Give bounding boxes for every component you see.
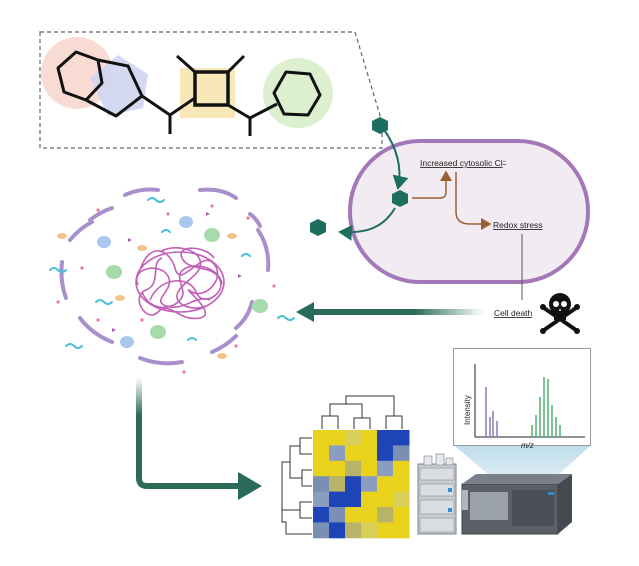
small-molecules xyxy=(56,204,276,374)
heatmap-cell xyxy=(377,522,394,539)
membrane-fragments xyxy=(59,187,271,366)
analysis-arrow xyxy=(136,378,262,500)
redox-stress-label: Redox stress xyxy=(493,220,543,230)
heatmap-cell xyxy=(313,460,330,477)
lysed-cell-debris xyxy=(49,187,295,374)
cell-membrane xyxy=(348,139,590,284)
y-axis-label: Intensity xyxy=(463,395,472,425)
heatmap-cell xyxy=(361,430,378,446)
heatmap-cell xyxy=(345,445,362,462)
highlight-green xyxy=(263,58,333,128)
heatmap-cell xyxy=(329,522,346,539)
uptake-arrow xyxy=(382,127,409,190)
heatmap-cell xyxy=(377,460,394,477)
heatmap-cell xyxy=(329,445,346,462)
column-dendrogram xyxy=(321,395,403,429)
heatmap-cell xyxy=(313,507,330,523)
highlight-yellow xyxy=(180,68,235,118)
heatmap-cell xyxy=(361,491,378,508)
heatmap-cell xyxy=(345,491,362,508)
skull-crossbones-icon xyxy=(540,293,580,334)
bacterial-cell: Increased cytosolic Cl− Redox stress xyxy=(310,127,590,300)
heatmap-cell xyxy=(393,445,410,462)
heatmap-cell xyxy=(393,430,410,446)
hplc-stack xyxy=(417,453,457,535)
heatmap-cell xyxy=(329,491,346,508)
cyclobutane-ring xyxy=(193,70,230,107)
heatmap-cell xyxy=(361,476,378,493)
pathway-arrow-up xyxy=(412,170,452,199)
heatmap-cell xyxy=(361,445,378,462)
spectrum-frame xyxy=(453,348,591,446)
heatmap-cell xyxy=(361,507,378,523)
heatmap-cell xyxy=(313,491,330,508)
heatmap-cell xyxy=(345,476,362,493)
lc-ms-instrument xyxy=(417,446,590,535)
heatmap-cell xyxy=(377,476,394,493)
heatmap-cell xyxy=(393,460,410,477)
spectrum-peaks xyxy=(485,377,561,437)
heatmap-cell xyxy=(313,430,330,446)
lysis-arrow xyxy=(296,302,484,322)
cell-death-label: Cell death xyxy=(494,308,533,318)
heatmap-cell xyxy=(377,430,394,446)
heatmap-cell xyxy=(377,507,394,523)
heatmap-cell xyxy=(393,522,410,539)
heatmap-cell xyxy=(329,460,346,477)
mass-spectrum: Intensity m/z xyxy=(453,348,591,450)
heatmap-cell xyxy=(345,522,362,539)
hexagon-molecule-inside-icon xyxy=(392,190,408,207)
heatmap-cell xyxy=(313,522,330,539)
dna-coil xyxy=(135,247,225,320)
molecule-structure xyxy=(39,31,383,149)
heatmap-cell xyxy=(329,476,346,493)
heatmap-cell xyxy=(345,507,362,523)
proteins xyxy=(57,216,268,359)
spectrum-callout-beam xyxy=(455,446,590,476)
heatmap-cell xyxy=(393,507,410,523)
heatmap-cell xyxy=(393,491,410,508)
heatmap-cell xyxy=(377,445,394,462)
hexagon-molecule-outside-icon xyxy=(310,219,326,236)
rna-fragments xyxy=(49,197,295,349)
heatmap-cell xyxy=(313,445,330,462)
heatmap-dendrogram xyxy=(281,395,410,539)
mass-spectrometer xyxy=(461,474,572,535)
heatmap-cell xyxy=(345,460,362,477)
heatmap-cell xyxy=(329,507,346,523)
heatmap-cell xyxy=(393,476,410,493)
heatmap-cell xyxy=(313,476,330,493)
heatmap-cell xyxy=(361,522,378,539)
heatmap-cell xyxy=(345,430,362,446)
right-cyclohexane-ring xyxy=(272,70,322,117)
heatmap-cell xyxy=(361,460,378,477)
heatmap-cell xyxy=(377,491,394,508)
dashed-callout-box xyxy=(39,31,383,149)
row-dendrogram xyxy=(281,437,312,535)
heatmap-cell xyxy=(329,430,346,446)
efflux-arrow xyxy=(338,207,396,241)
x-axis-label: m/z xyxy=(521,441,534,450)
pathway-arrow-redox xyxy=(455,172,492,230)
increased-cl-label: Increased cytosolic Cl− xyxy=(420,158,507,168)
